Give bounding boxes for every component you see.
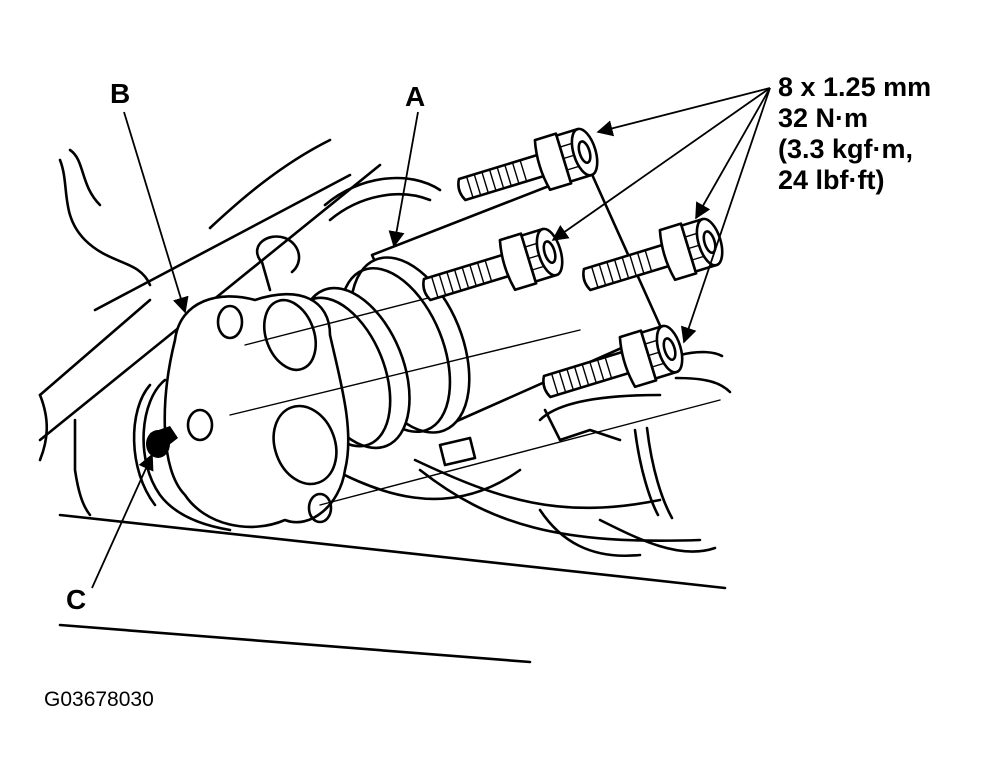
callout-a: A xyxy=(405,81,426,112)
spec-torque-lbfft: 24 lbf·ft) xyxy=(778,165,885,195)
figure-code: G03678030 xyxy=(44,688,154,711)
brake-disc xyxy=(323,176,442,222)
callout-b: B xyxy=(110,78,131,109)
torque-spec: 8 x 1.25 mm 32 N·m (3.3 kgf·m, 24 lbf·ft… xyxy=(778,72,931,196)
wheel-stud-c xyxy=(146,426,178,458)
callout-c: C xyxy=(66,584,87,615)
spec-size: 8 x 1.25 mm xyxy=(778,72,932,102)
spec-torque-kgfm: (3.3 kgf·m, xyxy=(778,134,914,164)
knuckle-flange-b xyxy=(132,235,350,532)
lower-arm xyxy=(298,350,732,558)
leader-lines xyxy=(91,87,771,589)
bolt-alignment-lines xyxy=(229,294,721,506)
spec-torque-nm: 32 N·m xyxy=(778,103,869,133)
